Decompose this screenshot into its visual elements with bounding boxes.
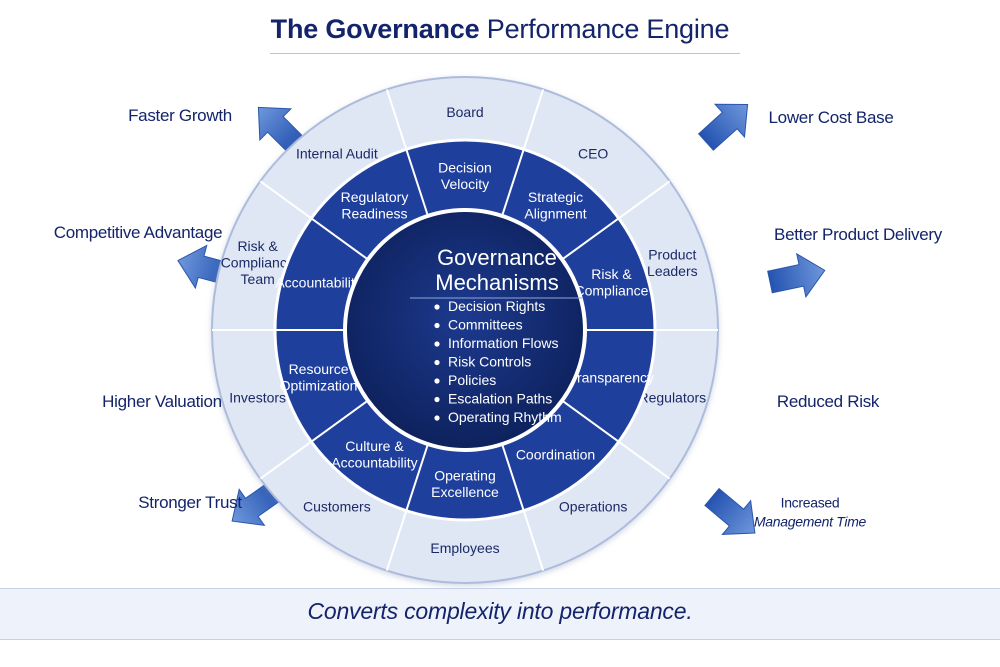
outcome-competitive-advantage: Competitive Advantage: [53, 223, 223, 242]
outcome-reduced-risk: Reduced Risk: [776, 392, 880, 411]
core-bullet-policies: Policies: [448, 372, 496, 388]
inner-divider: [501, 148, 525, 217]
bullet-dot: [434, 415, 440, 421]
outcome-stronger-trust: Stronger Trust: [138, 493, 242, 512]
outer-segment-regulators: Regulators: [638, 389, 706, 405]
bullet-dot: [434, 341, 440, 347]
core-bullet-operating-rhythm: Operating Rhythm: [448, 409, 562, 425]
outer-divider: [522, 510, 545, 571]
bullet-dot: [434, 304, 440, 310]
outer-divider: [385, 510, 408, 571]
outer-divider: [259, 180, 312, 220]
outcome-increased-management-time: Increased Management Time: [754, 495, 866, 530]
inner-segment-culture-and-accountability: Culture &Accountability: [331, 438, 417, 471]
outcome-increased-line2: Management Time: [753, 513, 867, 530]
inner-divider: [310, 217, 369, 261]
outcome-faster-growth: Faster Growth: [128, 106, 232, 125]
outer-segment-board: Board: [446, 104, 483, 120]
inner-segment-coordination: Coordination: [516, 446, 595, 462]
inner-divider: [405, 443, 429, 512]
bullet-dot: [434, 378, 440, 384]
arrow-better-product-delivery-icon: [767, 252, 826, 299]
outer-segment-ceo: CEO: [578, 146, 608, 162]
outer-divider: [618, 180, 671, 220]
title-bold: The Governance: [270, 14, 480, 44]
inner-segment-risk-and-compliance: Risk &Compliance: [574, 266, 648, 299]
inner-divider: [405, 148, 429, 217]
outer-segment-customers: Customers: [303, 498, 371, 514]
core-bullet-risk-controls: Risk Controls: [448, 354, 531, 370]
core-circle: [343, 208, 587, 452]
bullet-dot: [434, 359, 440, 366]
inner-divider: [501, 443, 525, 512]
arrow-increased-management-time-icon: [704, 487, 756, 535]
outer-segment-operations: Operations: [559, 498, 627, 514]
outer-divider: [385, 89, 408, 150]
page-title: The Governance Performance Engine: [0, 14, 1000, 45]
footer-band: [0, 588, 1000, 640]
outer-divider: [259, 440, 312, 480]
footer-tagline: Converts complexity into performance.: [307, 598, 693, 624]
bullet-dot: [434, 322, 440, 329]
core-title-line2: Mechanisms: [435, 270, 558, 295]
outcome-lower-cost-base: Lower Cost Base: [768, 108, 894, 127]
outer-divider: [522, 89, 545, 150]
outcome-better-product-delivery: Better Product Delivery: [774, 225, 942, 244]
bullet-dot: [434, 396, 440, 403]
outcome-higher-valuation: Higher Valuation: [102, 392, 222, 411]
arrow-lower-cost-base-icon: [697, 103, 749, 151]
inner-segment-transparency: Transparency: [569, 369, 654, 385]
outer-segment-employees: Employees: [430, 540, 499, 556]
inner-divider: [561, 399, 620, 443]
core-bullet-information-flows: Information Flows: [448, 335, 558, 351]
title-divider: [270, 53, 740, 54]
outer-segment-internal-audit: Internal Audit: [296, 146, 378, 162]
outer-divider: [618, 440, 671, 480]
outcome-increased-line1: Increased: [780, 494, 840, 511]
inner-segment-accountability: Accountability: [275, 274, 361, 290]
core-bullet-committees: Committees: [448, 317, 523, 333]
core-bullet-escalation-paths: Escalation Paths: [448, 391, 552, 407]
inner-divider: [561, 217, 620, 261]
title-rest: Performance Engine: [486, 14, 730, 44]
core-bullet-decision-rights: Decision Rights: [448, 298, 545, 314]
outer-segment-investors: Investors: [229, 389, 286, 405]
inner-divider: [310, 399, 369, 443]
core-title-line1: Governance: [437, 245, 557, 270]
